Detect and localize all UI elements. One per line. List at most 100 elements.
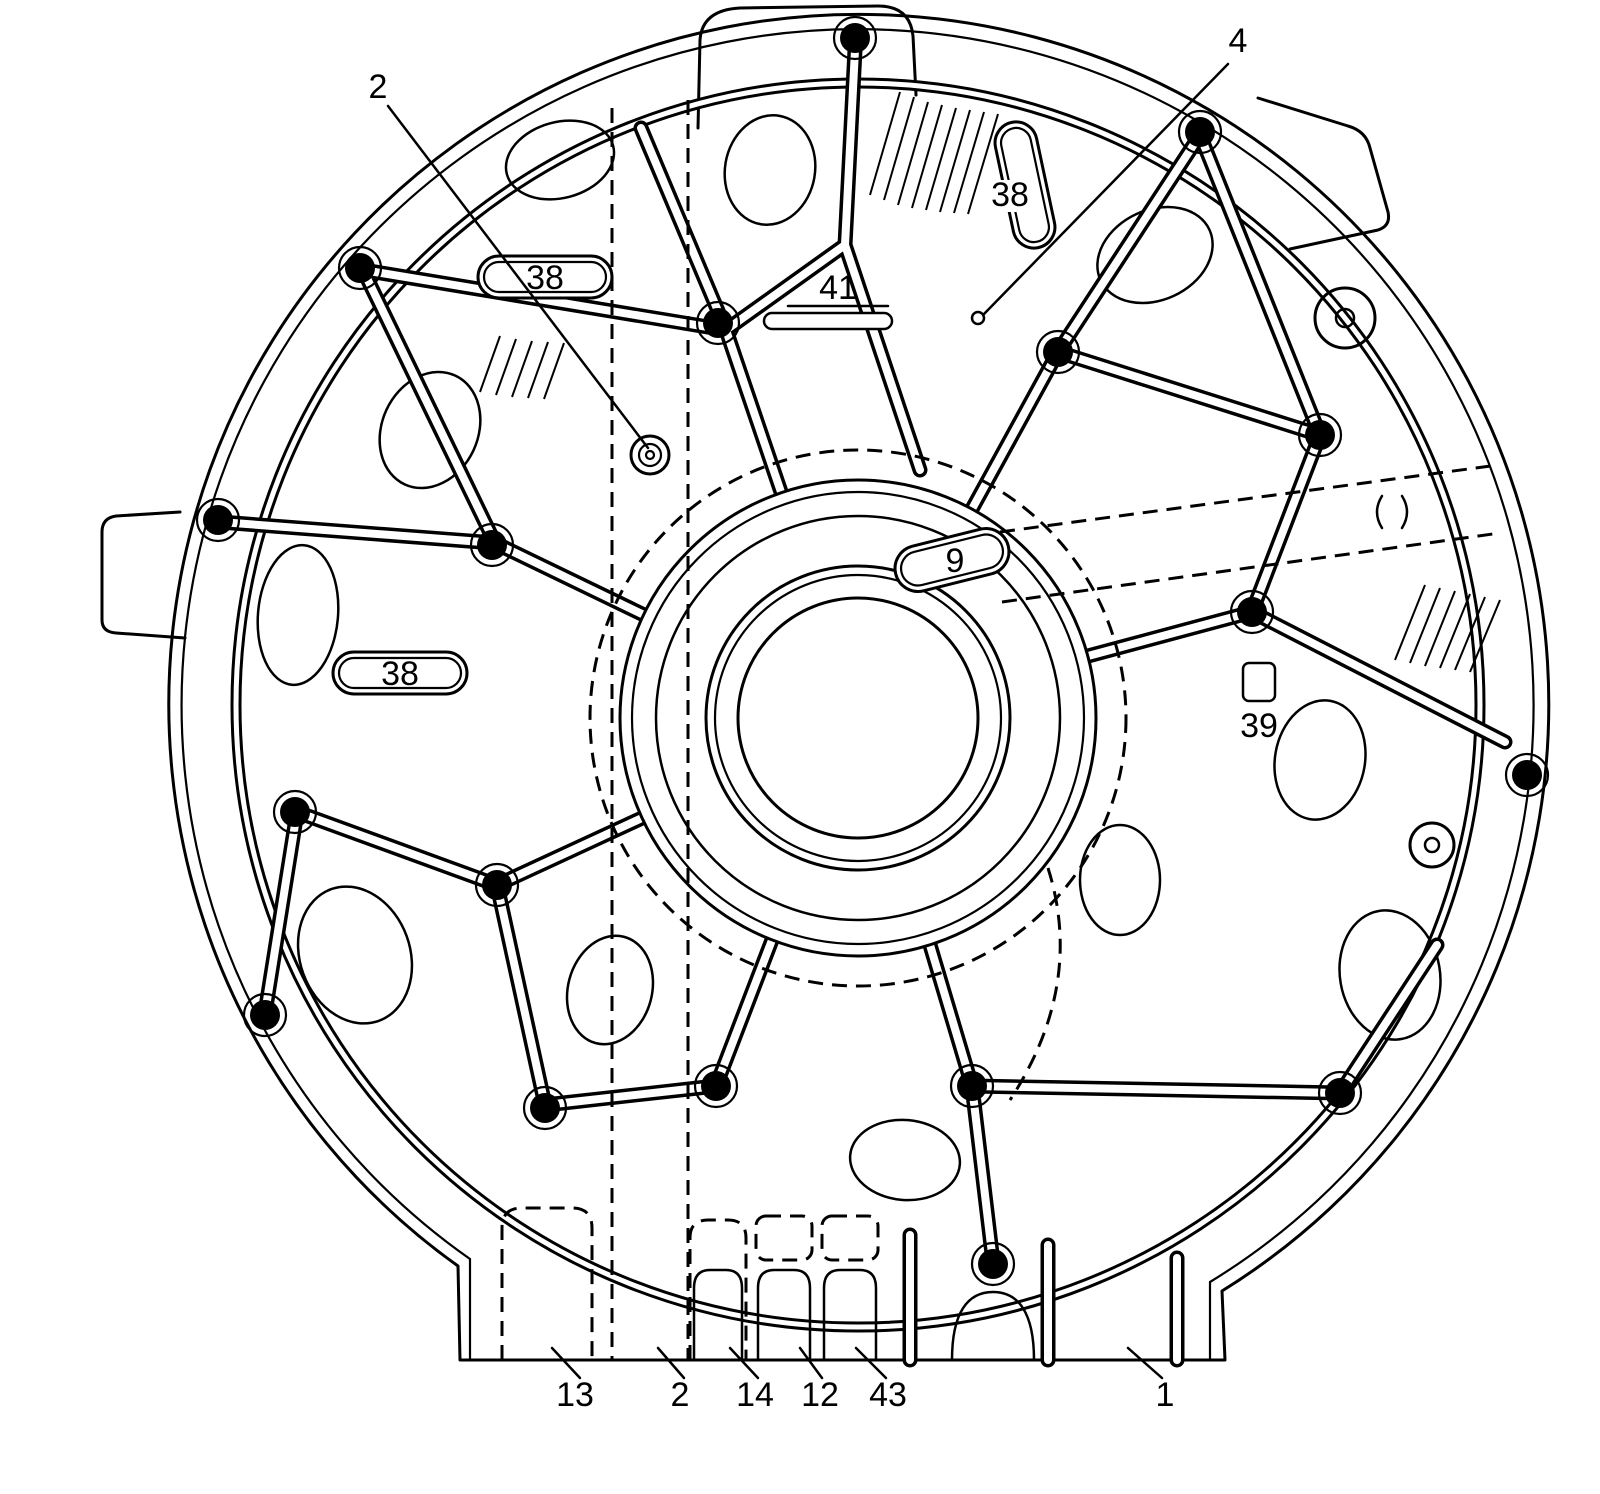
port-39: 39 [1240,661,1278,745]
casting-pocket [378,370,482,490]
base-tab [692,1268,744,1362]
casting-pocket [723,114,817,226]
shaft-mark-right [1400,494,1409,530]
dowel-boss-top-right [1313,286,1377,350]
callouts: 2 4 13 2 14 12 43 1 [369,22,1248,1414]
base-arch [950,1290,1036,1362]
bolt-hole [970,1241,1016,1287]
slot-38-mid-left-label: 38 [381,655,419,693]
callout-12-leader [798,1346,824,1380]
base-tab [822,1268,878,1362]
slot-outline [762,311,894,331]
crank-hole [736,596,980,840]
slot-41: 41 [762,269,894,331]
dowel-hole-bottom-right [1423,836,1441,854]
bolt-hole [195,497,241,543]
casting-pocket [565,934,655,1046]
bore-boss-inner [630,490,1086,946]
hidden-boss-small-2 [820,1214,880,1262]
casting-pocket [296,885,414,1025]
bolt-hole [693,1063,739,1109]
callout-43-label: 43 [869,1376,907,1414]
slot-9: 9 [893,527,1011,593]
slot-9-label: 9 [946,542,965,580]
bolt-hole [949,1063,995,1109]
slot-38-top-left-label: 38 [526,259,564,297]
callout-43-leader [854,1346,888,1380]
machined-features [629,286,1456,869]
slot-38-top-right-label: 38 [991,176,1029,214]
left-mount-lug [100,510,187,640]
bolt-hole [474,862,520,908]
dowel-hole-top-right [1334,307,1356,329]
callout-13-leader [550,1346,582,1380]
bolt-hole [1297,412,1343,458]
bolt-hole [1504,752,1550,798]
bore-flange [654,514,1062,922]
callout-1-label: 1 [1156,1376,1175,1414]
slot-inner [899,533,1005,587]
dowel-boss-bottom-right [1408,821,1456,869]
bolt-hole [1177,109,1223,155]
hidden-boss-center [688,1218,748,1360]
slot-38-mid-left [331,650,469,696]
bolt-hole [469,522,515,568]
oil-gallery-plug-inner [637,442,663,468]
bolt-hole [832,15,878,61]
bolt-hole [1229,589,1275,635]
housing-inner-edge [180,28,1535,1362]
casting-pocket [1338,909,1442,1041]
bolt-hole [1035,329,1081,375]
callout-14-label: 14 [736,1376,774,1414]
bore-boss-outer [618,478,1098,958]
callout-2-lower-label: 2 [671,1376,690,1414]
hatch-area-left [479,335,565,400]
callout-41-label: 41 [819,269,857,307]
slot-outline [331,650,469,696]
hidden-arc-lower-right [1008,867,1062,1101]
oil-gallery-plug-center [644,449,656,461]
bolt-hole [522,1085,568,1131]
callout-2-upper-leader [386,104,650,450]
callout-4-label: 4 [1229,22,1248,60]
oil-gallery-plug [629,434,671,476]
hidden-bore-circle [588,448,1128,988]
shaft-mark-left [1375,494,1384,530]
callout-12-label: 12 [801,1376,839,1414]
callout-14-leader [728,1346,760,1380]
casting-pocket [1078,823,1162,937]
callout-13-label: 13 [556,1376,594,1414]
callout-39-label: 39 [1240,707,1278,745]
slot-outline [893,527,1011,593]
hidden-shaft-top [999,463,1499,534]
bolt-hole [695,300,741,346]
rib-web-core [216,46,1509,1364]
base-pedestal [692,1268,1036,1362]
casting-pocket [1273,699,1367,821]
bolt-holes [195,15,1550,1287]
label-backplate [984,180,1036,212]
callout-2-lower-leader [656,1346,686,1380]
callout-1-leader [1126,1346,1164,1380]
rib-web [212,42,1513,1368]
hidden-lines [500,100,1501,1360]
hidden-boss-small-1 [754,1214,814,1262]
bolt-hole [337,245,383,291]
crankshaft-bore [618,478,1098,958]
hatch-area-top [869,91,999,215]
hatch-area-right [1394,584,1501,673]
slot-inner [482,260,608,294]
casting-pocket [256,543,340,687]
port-outline [1241,661,1277,703]
bolt-hole [272,789,318,835]
hidden-shaft-bottom [1001,531,1501,604]
bolt-hole [1317,1070,1363,1116]
top-mount-tab [696,4,918,130]
casting-pocket [848,1118,962,1202]
slot-inner [337,656,463,690]
seal-bore-inner [713,573,1003,863]
seal-bore-outer [704,564,1012,872]
base-tab [756,1268,812,1362]
